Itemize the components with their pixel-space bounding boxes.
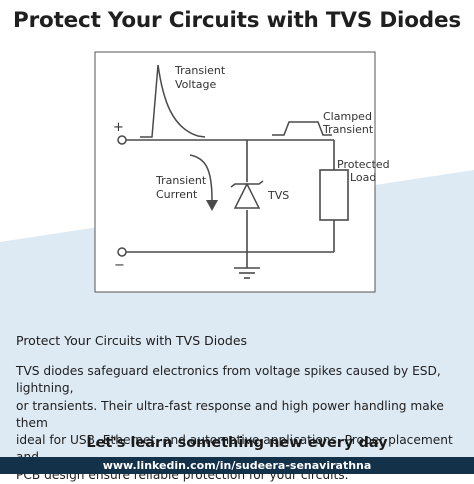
transient-voltage-waveform — [140, 64, 206, 138]
protected-load-label-1: Protected — [337, 158, 390, 171]
clamped-label-1: Clamped — [323, 110, 372, 123]
positive-terminal — [117, 135, 127, 145]
footer-url[interactable]: www.linkedin.com/in/sudeera-senavirathna — [0, 457, 474, 474]
tvs-circuit-diagram: + − Transient Voltage Clamped Transient … — [94, 51, 390, 293]
tagline: Let's learn something new every day — [86, 435, 388, 451]
transient-voltage-label-1: Transient — [174, 64, 226, 77]
clamped-transient-waveform — [272, 121, 332, 136]
plus-label: + — [113, 120, 124, 135]
transient-current-arrow — [189, 154, 213, 201]
tvs-label: TVS — [267, 189, 289, 202]
negative-terminal — [117, 247, 127, 257]
protected-load-label-2: Load — [350, 171, 376, 184]
description-line: TVS diodes safeguard electronics from vo… — [16, 364, 441, 396]
section-subtitle: Protect Your Circuits with TVS Diodes — [16, 333, 248, 348]
transient-current-label-2: Current — [156, 188, 198, 201]
page-title: Protect Your Circuits with TVS Diodes — [13, 8, 461, 33]
clamped-label-2: Transient — [322, 123, 374, 136]
transient-voltage-label-2: Voltage — [175, 78, 216, 91]
description-line: or transients. Their ultra-fast response… — [16, 398, 444, 430]
protected-load-box — [319, 169, 349, 221]
transient-current-label-1: Transient — [155, 174, 207, 187]
minus-label: − — [114, 258, 125, 273]
tvs-diode-symbol — [230, 180, 264, 209]
